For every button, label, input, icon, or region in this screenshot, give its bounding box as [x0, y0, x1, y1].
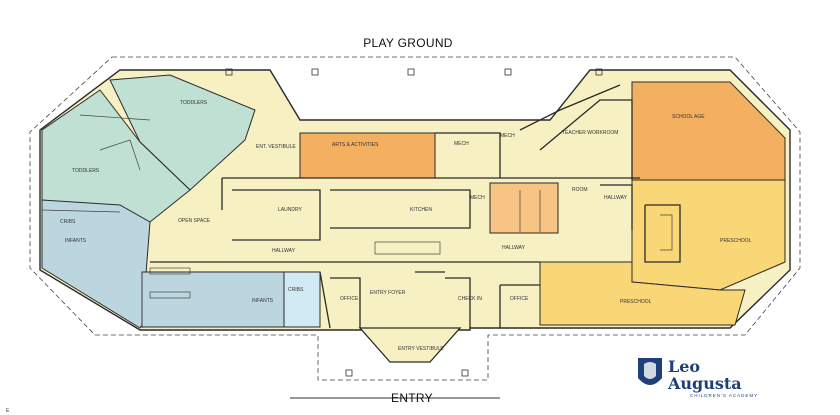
room-school-age: SCHOOL AGE	[672, 114, 705, 120]
room-hallway-mid: HALLWAY	[502, 245, 526, 251]
room-teacher-workroom: TEACHER WORKROOM	[562, 130, 618, 136]
logo: Leo Augusta CHILDREN'S ACADEMY	[638, 357, 758, 398]
room-check-in: CHECK IN	[458, 296, 482, 302]
room-laundry: LAUNDRY	[278, 207, 302, 213]
columns	[225, 68, 603, 377]
interior-walls	[41, 84, 681, 329]
room-hallway-right: HALLWAY	[604, 195, 628, 201]
zone-restrooms	[489, 182, 559, 234]
room-mech-top: MECH	[454, 141, 469, 147]
room-toddlers-top: TODDLERS	[180, 100, 208, 106]
room-kitchen: KITCHEN	[410, 207, 432, 213]
zone-infants-left	[41, 199, 151, 329]
room-toddlers-left: TODDLERS	[72, 168, 100, 174]
room-labels: TODDLERS TODDLERS CRIBS INFANTS INFANTS …	[60, 100, 752, 352]
room-cribs-bottom: CRIBS	[288, 287, 304, 293]
room-open-space: OPEN SPACE	[178, 218, 211, 224]
logo-line-2: Augusta	[667, 374, 742, 393]
room-mech-mid: MECH	[500, 133, 515, 139]
room-arts: ARTS & ACTIVITIES	[332, 142, 379, 148]
zone-cribs-bottom	[283, 271, 321, 328]
entry-label: ENTRY	[391, 391, 433, 405]
room-room: ROOM	[572, 187, 588, 193]
site-boundary	[29, 56, 801, 381]
logo-line-1: Leo	[668, 357, 700, 376]
room-preschool-bottom: PRESCHOOL	[620, 299, 652, 305]
room-preschool-right: PRESCHOOL	[720, 238, 752, 244]
room-entry-foyer: ENTRY FOYER	[370, 290, 406, 296]
room-entry-vestibule: ENTRY VESTIBULE	[398, 346, 444, 352]
entry-vestibule	[358, 327, 462, 363]
zone-preschool-bottom	[539, 261, 746, 326]
zone-arts	[299, 132, 436, 179]
room-hallway-left: HALLWAY	[272, 248, 296, 254]
room-infants-left: INFANTS	[65, 238, 87, 244]
room-infants-bottom: INFANTS	[252, 298, 274, 304]
room-office-left: OFFICE	[340, 296, 359, 302]
room-cribs-left: CRIBS	[60, 219, 76, 225]
room-ent-vestibule: ENT. VESTIBULE	[256, 144, 296, 150]
zone-school-age	[631, 81, 786, 181]
room-office-right: OFFICE	[510, 296, 529, 302]
room-mech-right: MECH	[470, 195, 485, 201]
playground-label: PLAY GROUND	[363, 36, 453, 50]
logo-tagline: CHILDREN'S ACADEMY	[690, 393, 758, 398]
corner-mark: E	[6, 408, 10, 414]
